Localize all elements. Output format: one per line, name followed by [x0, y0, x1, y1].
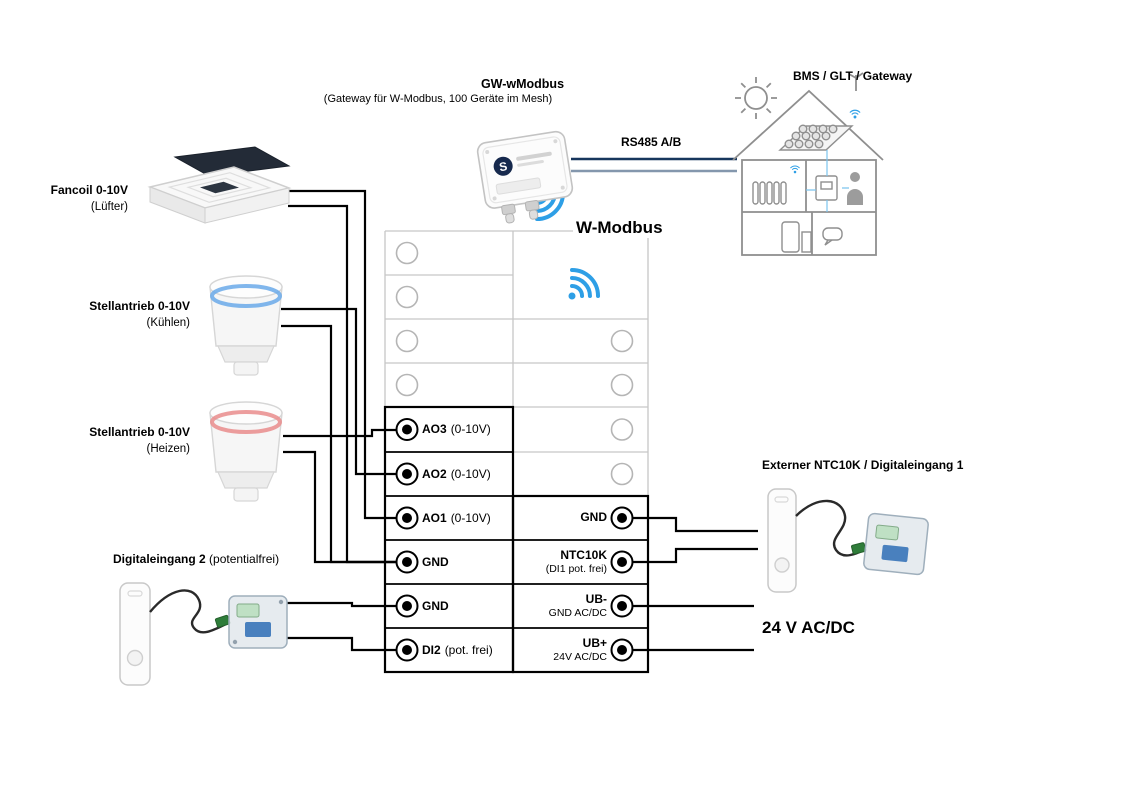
person-icon	[847, 172, 863, 205]
s-logo-icon	[493, 156, 513, 176]
external-ntc-device	[767, 488, 929, 593]
wire-heating-gnd	[283, 450, 396, 564]
wire-di2-gnd	[287, 601, 396, 608]
wire-ntc-sensor	[633, 547, 758, 564]
weather-station-icon	[848, 72, 864, 91]
house-body	[741, 159, 877, 256]
wire-di2-signal	[287, 636, 396, 652]
cooling-ring	[210, 284, 282, 308]
rs485-bus	[571, 157, 737, 173]
interface-module	[863, 512, 929, 576]
boiler-icon	[781, 221, 812, 253]
connection-wires	[281, 189, 758, 652]
s-logo-letter: S	[498, 159, 508, 174]
radiator-icon	[752, 181, 787, 205]
wire-gnd-sensor	[633, 516, 758, 533]
actuator-cooling-device	[209, 275, 283, 376]
cable-connector-icon	[214, 614, 231, 628]
terminal-box-right	[511, 494, 650, 674]
terminal-grid-inactive	[384, 230, 649, 496]
smart-home-links	[806, 150, 849, 212]
wire-fancoil-ao1	[288, 189, 396, 520]
wire-cooling-ao2	[281, 307, 396, 476]
sensor-cable	[149, 589, 227, 634]
cable-gland-icon	[501, 199, 540, 224]
house-walls	[742, 160, 876, 255]
chat-bubble-icon	[822, 227, 843, 246]
wire-heating-ao3	[283, 428, 396, 438]
wifi-small-icon	[790, 109, 861, 174]
heating-ring	[210, 410, 282, 434]
gateway-device: S	[476, 130, 574, 224]
cable-connector-icon	[851, 542, 867, 555]
sun-icon	[735, 77, 777, 119]
sensor-cable	[795, 499, 867, 557]
bms-house-illustration	[732, 72, 884, 256]
terminal-grid-inactive-circles	[395, 241, 634, 486]
wire-fancoil-gnd	[288, 204, 396, 564]
terminal-contacts	[395, 418, 634, 662]
interface-module	[228, 595, 288, 649]
terminal-box-left	[383, 405, 515, 674]
solar-panel-icon	[778, 124, 854, 151]
wire-cooling-gnd	[281, 324, 396, 564]
digital-input-2-device	[119, 582, 288, 686]
house-roof	[732, 89, 884, 161]
fancoil-device	[147, 146, 292, 224]
wmodbus-wifi-icon	[568, 267, 601, 300]
thermostat-icon	[815, 175, 838, 201]
